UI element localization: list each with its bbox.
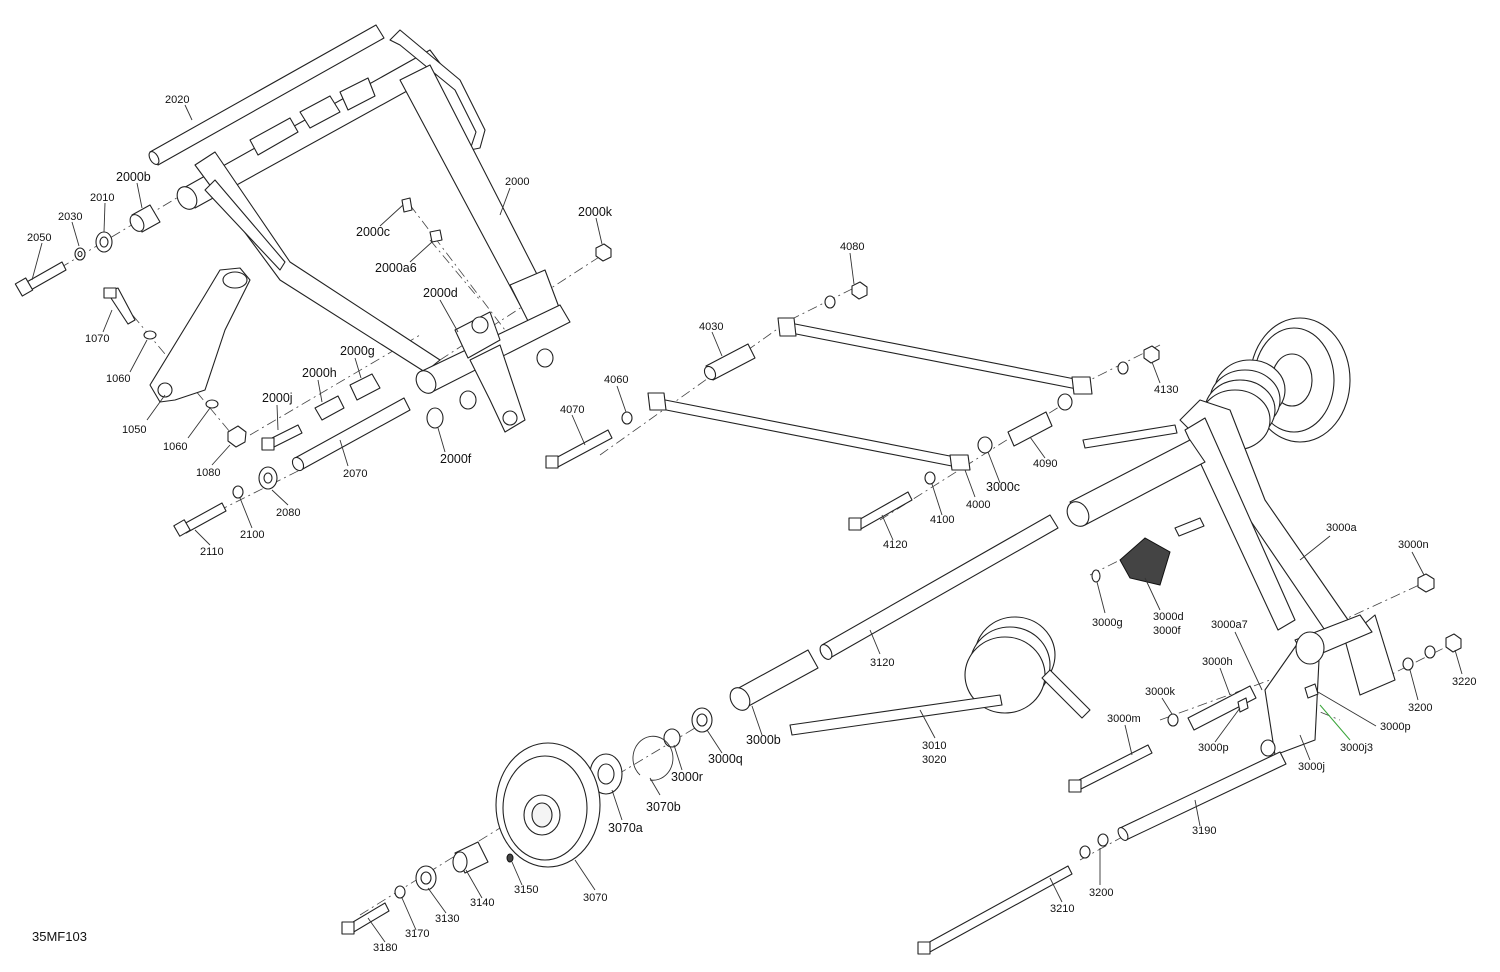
- label-3000h: 3000h: [1202, 656, 1233, 668]
- label-2070: 2070: [343, 468, 367, 480]
- label-3000p-left: 3000p: [1198, 742, 1229, 754]
- label-3180: 3180: [373, 942, 397, 954]
- label-3170: 3170: [405, 928, 429, 940]
- label-1080: 1080: [196, 467, 220, 479]
- wheel-3070: [341, 742, 601, 935]
- label-2000h: 2000h: [302, 366, 337, 380]
- label-3000j: 3000j: [1298, 761, 1325, 773]
- label-1070: 1070: [85, 333, 109, 345]
- rear-arm-3000: [1066, 317, 1462, 793]
- label-4130: 4130: [1154, 384, 1178, 396]
- label-4070: 4070: [560, 404, 584, 416]
- leader-lines: [31, 104, 1463, 943]
- label-2000k: 2000k: [578, 205, 613, 219]
- label-3000r: 3000r: [671, 770, 703, 784]
- label-3000p-right: 3000p: [1380, 721, 1411, 733]
- label-2000g: 2000g: [340, 344, 375, 358]
- label-3000m: 3000m: [1107, 713, 1141, 725]
- label-3220: 3220: [1452, 676, 1476, 688]
- label-3000f: 3000f: [1153, 625, 1181, 637]
- label-3010: 3010: [922, 740, 946, 752]
- label-3070: 3070: [583, 892, 607, 904]
- label-3000a7: 3000a7: [1211, 619, 1248, 631]
- label-3190: 3190: [1192, 825, 1216, 837]
- label-3000j3: 3000j3: [1340, 742, 1373, 754]
- label-2000c: 2000c: [356, 225, 390, 239]
- diagram-reference-code: 35MF103: [32, 929, 87, 944]
- label-2100: 2100: [240, 529, 264, 541]
- label-3000d: 3000d: [1153, 611, 1184, 623]
- label-4090: 4090: [1033, 458, 1057, 470]
- label-2000f: 2000f: [440, 452, 472, 466]
- rear-shaft-spring: [589, 514, 1091, 795]
- label-3000g: 3000g: [1092, 617, 1123, 629]
- label-2030: 2030: [58, 211, 82, 223]
- front-hardware: [14, 197, 612, 537]
- label-2000d: 2000d: [423, 286, 458, 300]
- label-2080: 2080: [276, 507, 300, 519]
- label-3000a: 3000a: [1326, 522, 1357, 534]
- label-4120: 4120: [883, 539, 907, 551]
- label-1060-top: 1060: [106, 373, 130, 385]
- label-4100: 4100: [930, 514, 954, 526]
- label-2000: 2000: [505, 176, 529, 188]
- label-4030: 4030: [699, 321, 723, 333]
- label-3000q: 3000q: [708, 752, 743, 766]
- front-arm-2000: [148, 24, 571, 433]
- part-labels: 2020 2000b 2010 2030 2050 2000 2000c 200…: [27, 94, 1476, 954]
- label-3070a: 3070a: [608, 821, 643, 835]
- label-2000j: 2000j: [262, 391, 293, 405]
- label-3000n: 3000n: [1398, 539, 1429, 551]
- label-2010: 2010: [90, 192, 114, 204]
- label-3070b: 3070b: [646, 800, 681, 814]
- bottom-rods: [917, 751, 1287, 955]
- label-3000k: 3000k: [1145, 686, 1175, 698]
- label-3000b: 3000b: [746, 733, 781, 747]
- label-3200-right: 3200: [1408, 702, 1432, 714]
- label-3210: 3210: [1050, 903, 1074, 915]
- label-4080: 4080: [840, 241, 864, 253]
- label-3020: 3020: [922, 754, 946, 766]
- label-3150: 3150: [514, 884, 538, 896]
- label-2000a6: 2000a6: [375, 261, 417, 275]
- label-4060: 4060: [604, 374, 628, 386]
- label-2050: 2050: [27, 232, 51, 244]
- label-3140: 3140: [470, 897, 494, 909]
- label-3130: 3130: [435, 913, 459, 925]
- label-2020: 2020: [165, 94, 189, 106]
- label-3120: 3120: [870, 657, 894, 669]
- label-1050: 1050: [122, 424, 146, 436]
- label-2110: 2110: [200, 546, 224, 558]
- label-4000: 4000: [966, 499, 990, 511]
- label-3000c: 3000c: [986, 480, 1020, 494]
- label-3200-bottom: 3200: [1089, 887, 1113, 899]
- label-2000b: 2000b: [116, 170, 151, 184]
- label-1060-bottom: 1060: [163, 441, 187, 453]
- link-rods-4000: [545, 281, 1160, 531]
